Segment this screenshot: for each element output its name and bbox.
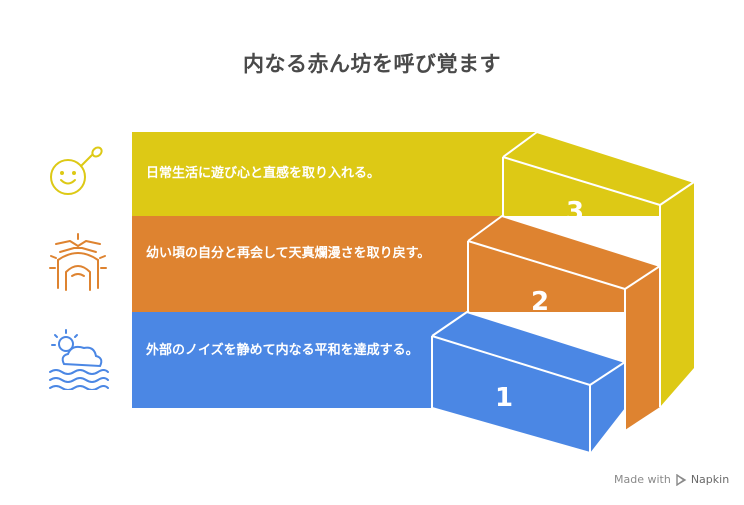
block-step-2 — [132, 216, 660, 430]
rattle-icon — [50, 146, 103, 195]
step-number-2: 2 — [531, 287, 549, 317]
step-2-text: 幼い頃の自分と再会して天真爛漫さを取り戻す。 — [146, 246, 431, 261]
sun-cloud-waves-icon — [49, 329, 109, 390]
child-face-icon — [49, 233, 107, 291]
step-number-1: 1 — [495, 383, 513, 413]
block-step-3 — [132, 132, 694, 407]
footer-attribution: Made with Napkin — [614, 473, 729, 486]
step-3-text: 日常生活に遊び心と直感を取り入れる。 — [146, 166, 381, 181]
step-number-3: 3 — [566, 197, 584, 227]
block-step-1 — [132, 312, 625, 453]
page-title: 内なる赤ん坊を呼び覚ます — [243, 52, 501, 76]
made-with-label: Made with — [614, 473, 671, 486]
step-1-text: 外部のノイズを静めて内なる平和を達成する。 — [146, 343, 419, 358]
napkin-logo-icon — [676, 473, 687, 486]
napkin-brand-label: Napkin — [690, 473, 730, 486]
